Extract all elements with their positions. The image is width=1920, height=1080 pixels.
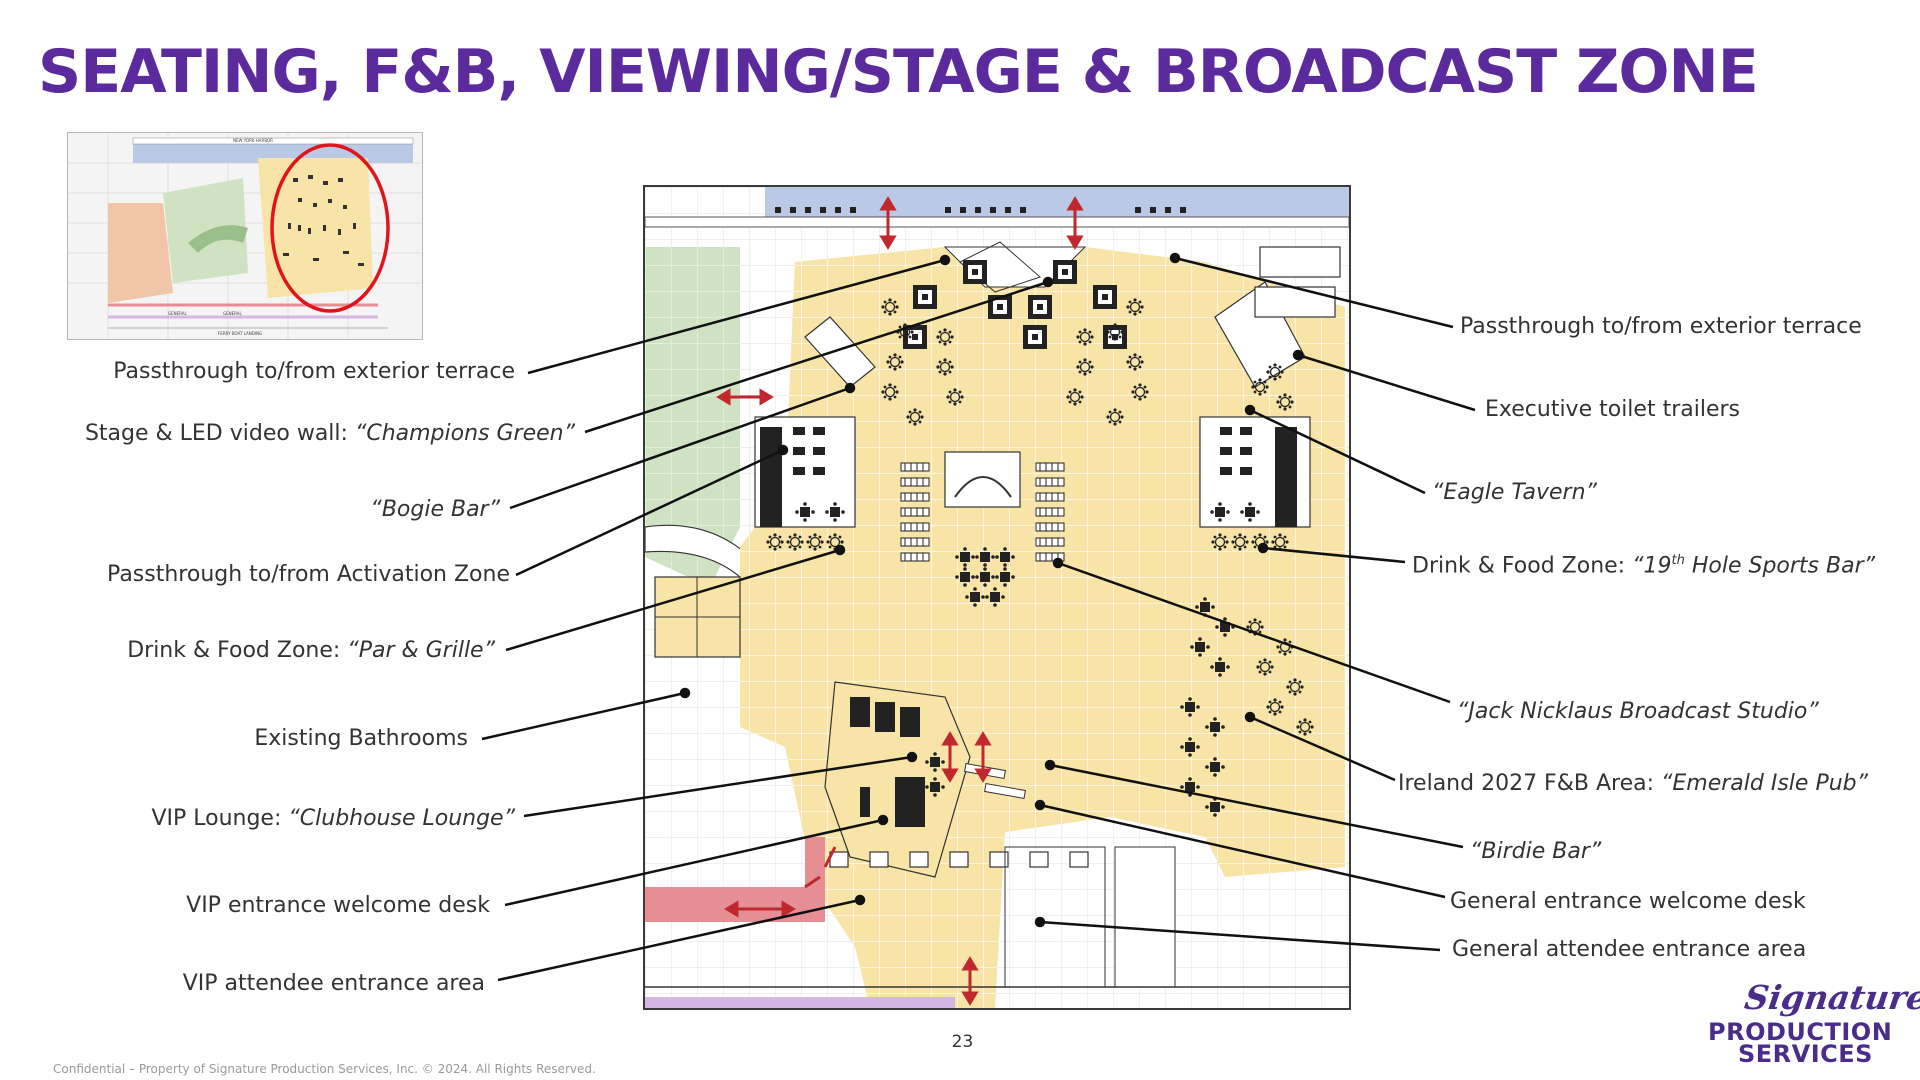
thumb-general-label-2: GENERAL [223,311,243,316]
logo-line-services: SERVICES [1738,1040,1873,1068]
callout-sports-bar-prefix: Drink & Food Zone: [1412,553,1633,579]
callout-stage-led-wall: Stage & LED video wall: “Champions Green… [40,420,575,448]
callout-bogie-bar: “Bogie Bar” [200,496,500,524]
thumb-bottom-label: FERRY BOAT LANDING [218,331,262,336]
footer-confidential: Confidential – Property of Signature Pro… [53,1062,596,1076]
callout-eagle-tavern-name: “Eagle Tavern” [1432,480,1597,505]
callout-passthrough-terrace-right: Passthrough to/from exterior terrace [1460,314,1862,339]
site-key-map-drawing: NEW YORK HARBOR GENERAL GENERAL FERRY BO… [68,133,422,339]
callout-passthrough-terrace-left: Passthrough to/from exterior terrace [113,359,515,384]
logo-script: Signature [1742,978,1920,1017]
callout-general-desk: General entrance welcome desk [1450,889,1806,914]
callout-eagle-tavern: “Eagle Tavern” [1432,479,1597,507]
callout-vip-desk: VIP entrance welcome desk [186,893,490,918]
thumb-general-label-1: GENERAL [168,311,188,316]
callout-emerald-prefix: Ireland 2027 F&B Area: [1398,771,1661,796]
callout-bogie-bar-name: “Bogie Bar” [370,497,500,522]
thumb-top-label: NEW YORK HARBOR [233,138,273,143]
page-title: SEATING, F&B, VIEWING/STAGE & BROADCAST … [38,37,1759,107]
callout-vip-lounge: VIP Lounge: “Clubhouse Lounge” [60,805,515,833]
callout-passthrough-activation: Passthrough to/from Activation Zone [107,562,510,587]
callout-existing-bathrooms: Existing Bathrooms [254,726,468,751]
highlight-circle [270,143,390,313]
company-logo: Signature PRODUCTION SERVICES [1700,978,1920,1068]
callout-par-grille-name: “Par & Grille” [347,638,495,663]
callout-sports-bar: Drink & Food Zone: “19th Hole Sports Bar… [1412,547,1875,580]
callout-stage-prefix: Stage & LED video wall: [84,421,355,446]
callout-stage-name: “Champions Green” [354,421,575,446]
page-number: 23 [951,1032,974,1052]
callout-birdie-bar: “Birdie Bar” [1470,838,1601,866]
callout-sports-bar-name-a: “19 [1632,553,1672,579]
callout-par-grille-prefix: Drink & Food Zone: [127,638,348,663]
callout-executive-toilets: Executive toilet trailers [1485,397,1740,422]
callout-sports-bar-name-sup: th [1671,553,1685,568]
floor-plan-drawing [645,187,1349,1008]
site-key-map: NEW YORK HARBOR GENERAL GENERAL FERRY BO… [67,132,423,340]
callout-general-entrance: General attendee entrance area [1452,937,1807,962]
callout-emerald-isle: Ireland 2027 F&B Area: “Emerald Isle Pub… [1398,770,1868,798]
logo-line-production: PRODUCTION [1708,1018,1893,1046]
callout-broadcast-studio: “Jack Nicklaus Broadcast Studio” [1457,698,1819,726]
callout-par-grille: Drink & Food Zone: “Par & Grille” [60,637,495,665]
callout-sports-bar-name-b: Hole Sports Bar” [1684,553,1876,579]
callout-birdie-bar-name: “Birdie Bar” [1470,839,1602,864]
callout-vip-entrance: VIP attendee entrance area [182,971,485,996]
floor-plan [643,185,1351,1010]
callout-vip-lounge-name: “Clubhouse Lounge” [288,806,515,831]
callout-vip-lounge-prefix: VIP Lounge: [151,806,289,831]
callout-emerald-name: “Emerald Isle Pub” [1661,771,1869,796]
callout-broadcast-studio-name: “Jack Nicklaus Broadcast Studio” [1457,699,1819,724]
